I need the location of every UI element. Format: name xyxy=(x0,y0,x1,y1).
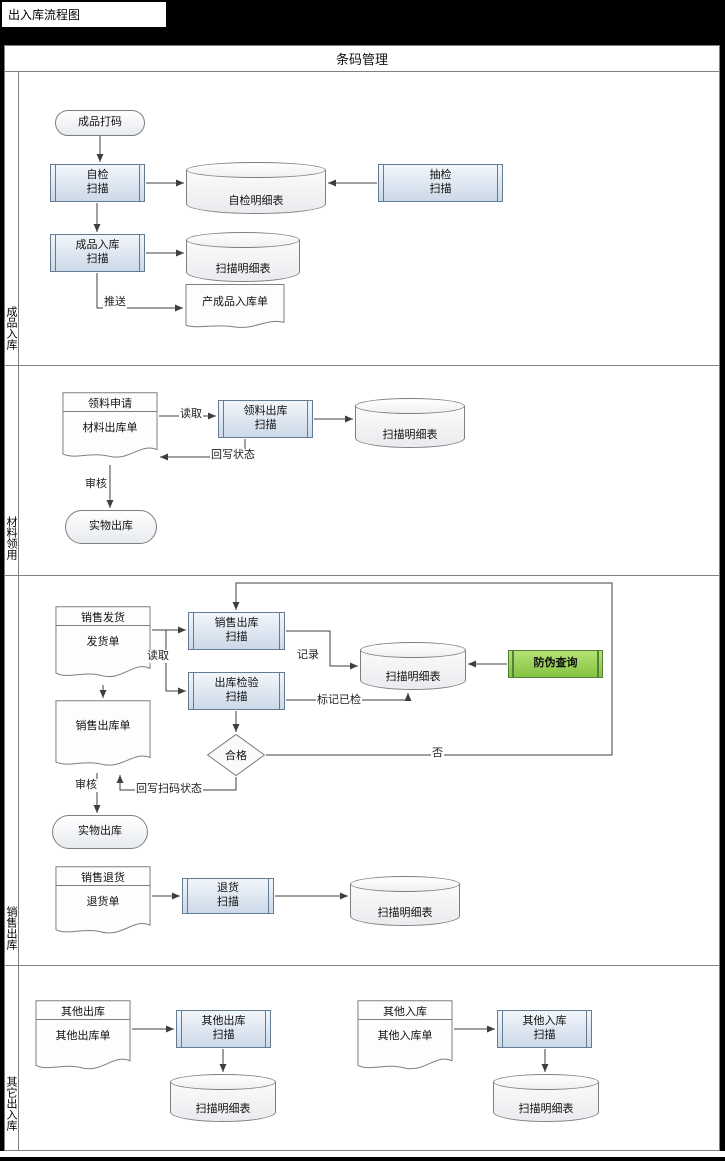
datastore-scan-table-5: 扫描明细表 xyxy=(170,1074,276,1122)
document-sales-out-order: 销售出库单 xyxy=(55,700,151,772)
terminator-physical-out-1: 实物出库 xyxy=(65,510,157,544)
process-out-check-scan: 出库检验 扫描 xyxy=(188,672,285,710)
process-material-out-scan: 领料出库 扫描 xyxy=(218,400,313,438)
process-return-scan: 退货 扫描 xyxy=(182,878,274,914)
edge-label-read-sales: 读取 xyxy=(146,650,170,663)
edge-label-writeback-scan-status: 回写扫码状态 xyxy=(135,783,203,796)
edge-label-no: 否 xyxy=(431,747,444,760)
lane-label-column-divider xyxy=(18,72,19,1150)
document-shape xyxy=(55,866,151,940)
decision-qualified: 合格 xyxy=(207,734,265,776)
process-product-in-scan: 成品入库 扫描 xyxy=(50,234,145,272)
edge-label-record: 记录 xyxy=(296,649,320,662)
datastore-scan-table-3: 扫描明细表 xyxy=(360,642,466,690)
edge-label-mark-checked: 标记已检 xyxy=(316,694,362,707)
diamond-shape xyxy=(207,734,265,776)
process-other-out-scan: 其他出库 扫描 xyxy=(176,1010,271,1048)
datastore-self-check-table: 自检明细表 xyxy=(186,162,326,214)
lane-separator-2 xyxy=(4,575,720,576)
document-shape xyxy=(185,284,285,332)
lane-label-sales-out: 销售出库 xyxy=(5,906,17,950)
edge-label-audit-sales: 审核 xyxy=(74,779,98,792)
lane-separator-1 xyxy=(4,365,720,366)
document-shape xyxy=(55,606,151,684)
process-anti-fake-query: 防伪查询 xyxy=(508,650,603,678)
pool xyxy=(4,45,720,1151)
document-ship-order: 销售发货 发货单 xyxy=(55,606,151,684)
process-sales-out-scan: 销售出库 扫描 xyxy=(188,612,285,650)
page-title: 出入库流程图 xyxy=(2,2,166,27)
canvas-bottom-strip xyxy=(0,1151,725,1157)
datastore-scan-table-2: 扫描明细表 xyxy=(355,398,465,448)
document-shape xyxy=(55,700,151,772)
document-shape xyxy=(62,392,158,464)
lane-label-material-use: 材料领用 xyxy=(5,516,17,560)
edge-label-push: 推送 xyxy=(103,296,127,309)
document-material-out-order: 领料申请 材料出库单 xyxy=(62,392,158,464)
document-shape xyxy=(357,1000,453,1076)
start-product-coding: 成品打码 xyxy=(55,110,145,136)
process-other-in-scan: 其他入库 扫描 xyxy=(497,1010,592,1048)
process-sampling-scan: 抽检 扫描 xyxy=(378,164,503,202)
lane-separator-3 xyxy=(4,965,720,966)
datastore-scan-table-1: 扫描明细表 xyxy=(186,232,300,282)
document-product-in-order: 产成品入库单 xyxy=(185,284,285,332)
lane-label-finished-in: 成品入库 xyxy=(5,306,17,350)
pool-header: 条码管理 xyxy=(4,45,720,72)
document-return-order: 销售退货 退货单 xyxy=(55,866,151,940)
lane-label-other: 其它出入库 xyxy=(5,1076,17,1131)
edge-label-writeback-status: 回写状态 xyxy=(210,449,256,462)
terminator-physical-out-2: 实物出库 xyxy=(52,815,148,849)
document-other-out-order: 其他出库 其他出库单 xyxy=(35,1000,131,1076)
datastore-scan-table-4: 扫描明细表 xyxy=(350,876,460,926)
edge-label-read-material: 读取 xyxy=(179,408,203,421)
process-self-check-scan: 自检 扫描 xyxy=(50,164,145,202)
edge-label-audit-material: 审核 xyxy=(84,478,108,491)
datastore-scan-table-6: 扫描明细表 xyxy=(493,1074,599,1122)
document-other-in-order: 其他入库 其他入库单 xyxy=(357,1000,453,1076)
document-shape xyxy=(35,1000,131,1076)
